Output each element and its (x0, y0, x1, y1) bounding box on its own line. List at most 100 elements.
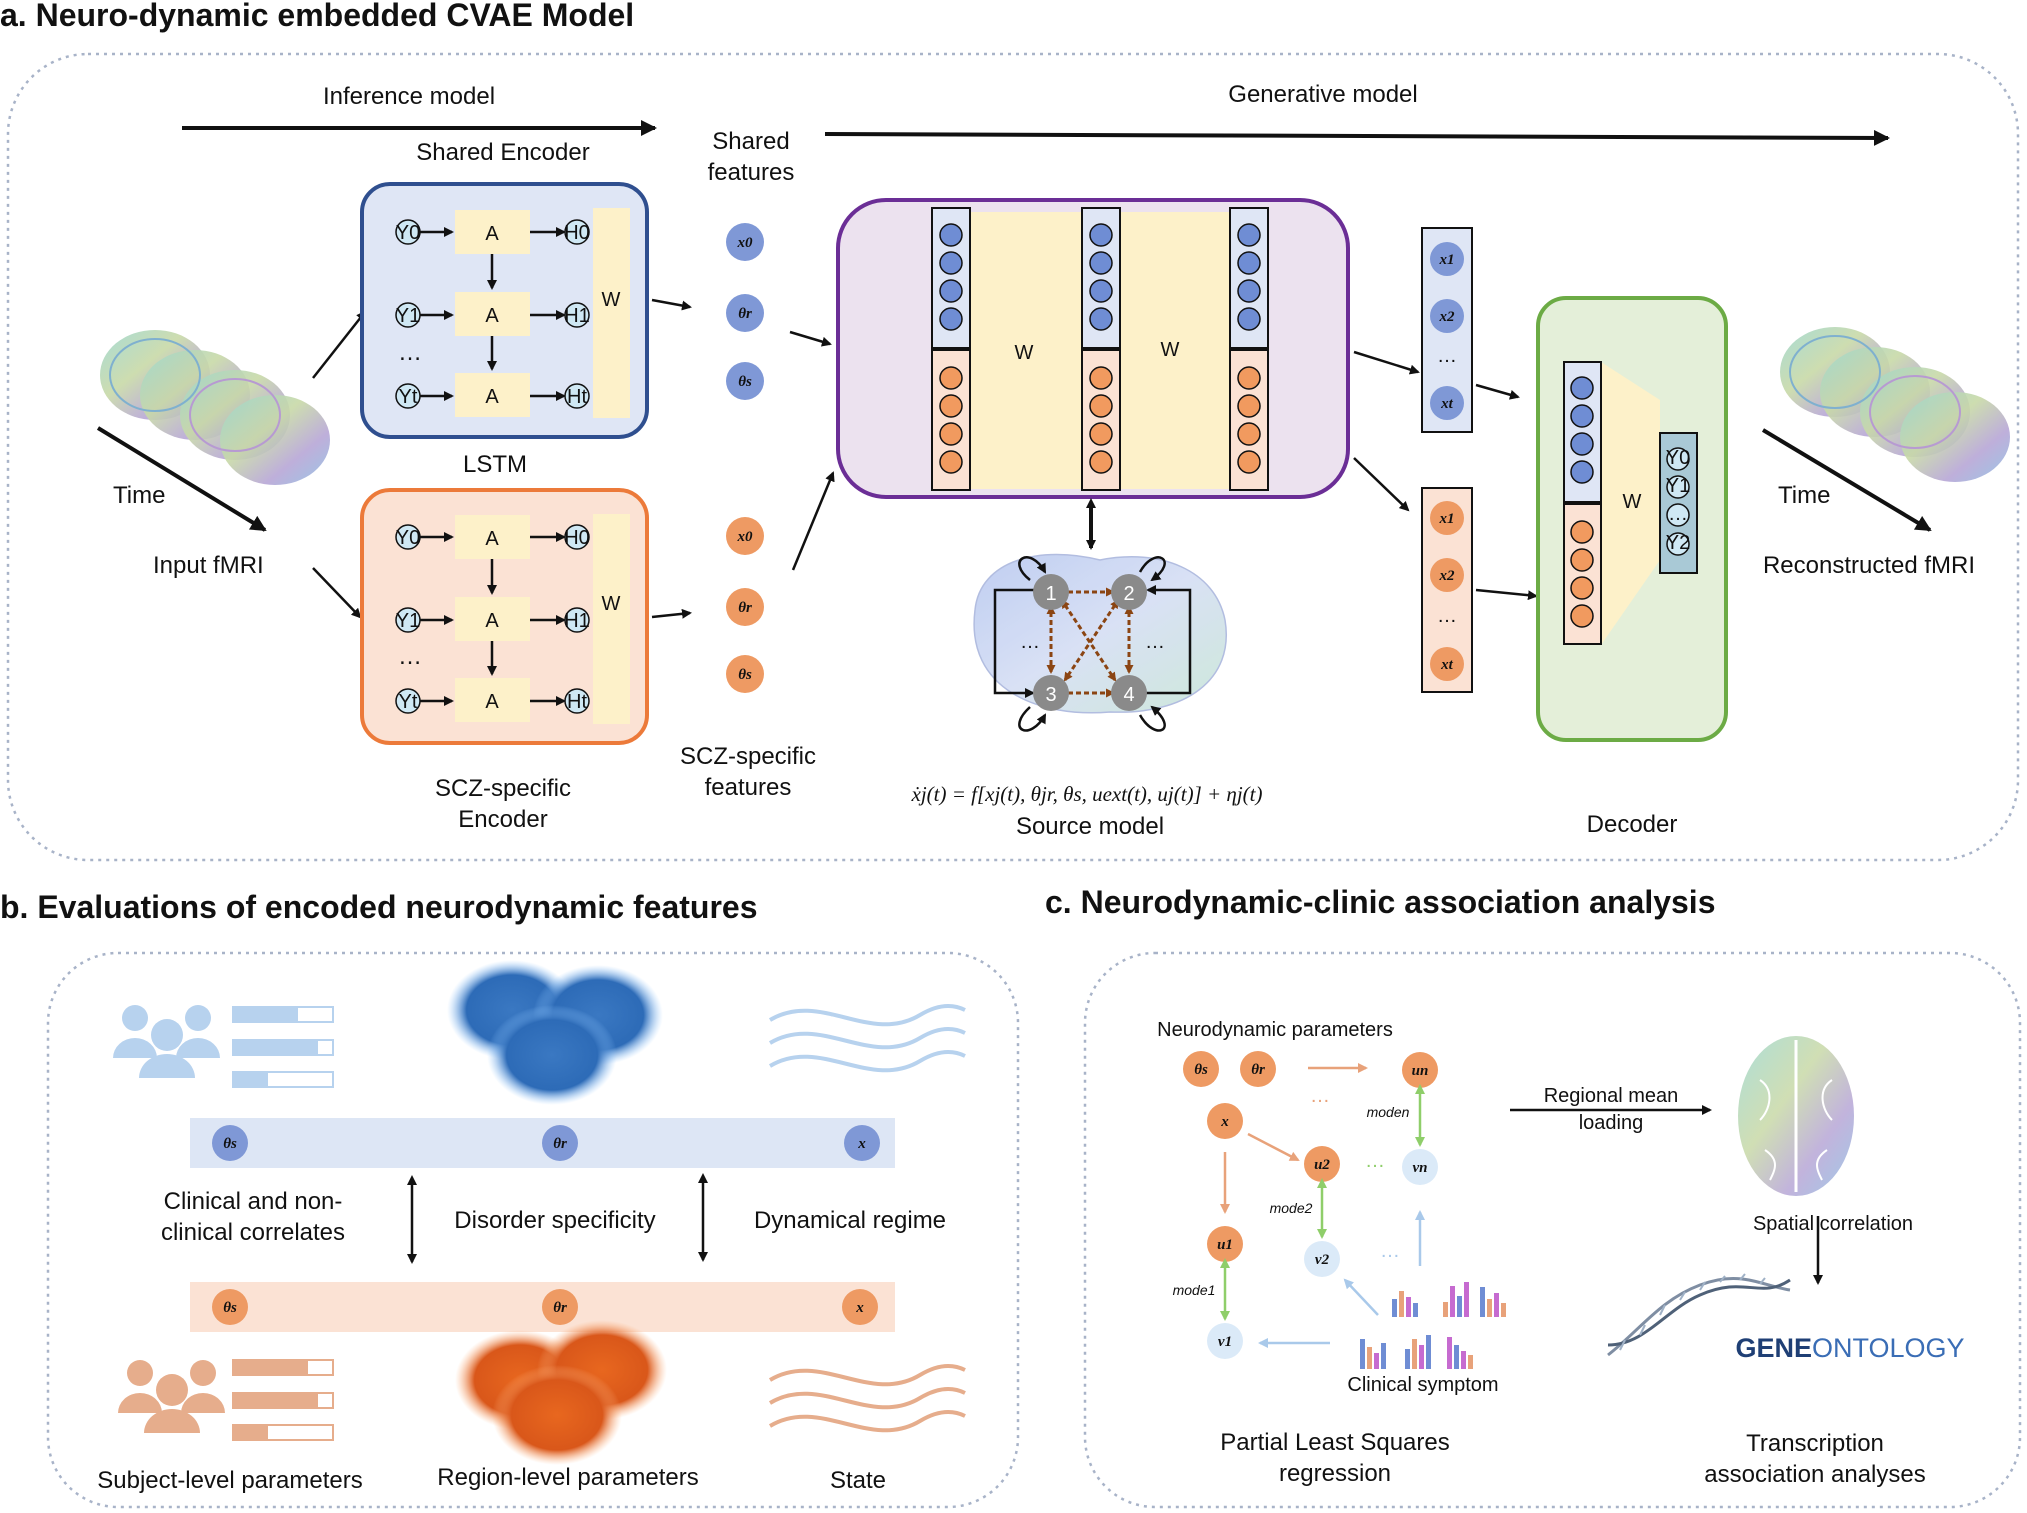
orange-bar-label-x: x (855, 1300, 864, 1316)
clinical-correlates-label-1: Clinical and non- (164, 1188, 343, 1215)
panel-a-border (6, 52, 2020, 862)
latent-blue-to-decoder-arrow (1475, 383, 1520, 400)
latent-x1: x1 (1439, 511, 1455, 527)
state-label: State (830, 1467, 886, 1494)
scz-encoder-w: W (602, 593, 621, 615)
decoder-box: W Y0 Y1 … Y2 (1536, 296, 1728, 742)
latent-blue-column: x1 x2 xt … (1421, 227, 1473, 433)
enc-input-y0: Y0 (396, 222, 420, 244)
blue-bar-label-theta-r: θr (553, 1136, 567, 1152)
scz-encoder-label-2: Encoder (458, 806, 547, 833)
enc-input-y1: Y1 (396, 305, 420, 327)
decoder-out-y1: Y1 (1666, 475, 1690, 497)
inference-model-label: Inference model (323, 83, 495, 110)
wave-icon (768, 1364, 966, 1433)
input-time-arrow (96, 426, 267, 532)
shared-features: x0 θr θs (726, 223, 764, 400)
cell-a: A (485, 386, 499, 408)
input-fmri-stack (100, 330, 330, 485)
enc-input-yt: Yt (399, 691, 418, 713)
latent-orange-to-decoder-arrow (1475, 588, 1538, 601)
u-node-1 (1207, 1226, 1243, 1262)
shared-features-label-2: features (708, 159, 795, 186)
input-fmri-label: Input fMRI (153, 552, 264, 579)
v-label-2: v2 (1315, 1252, 1330, 1268)
scz-enc-to-features-arrow (651, 608, 692, 619)
enc-hidden-h0: H0 (564, 222, 590, 244)
source-model-label: Source model (1016, 813, 1164, 840)
enc-dots: … (398, 339, 422, 366)
input-time-label: Time (113, 482, 165, 509)
reconstructed-fmri-stack (1780, 327, 2010, 482)
bar-list-icon (232, 1359, 334, 1441)
scz-features: x0 θr θs (726, 517, 764, 693)
people-icon (118, 1360, 225, 1433)
regional-mean-label-1: Regional mean (1544, 1085, 1679, 1107)
panel-b-title: b. Evaluations of encoded neurodynamic f… (0, 889, 758, 925)
u-dots: … (1310, 1085, 1330, 1107)
orange-brain-icon (455, 1320, 667, 1465)
enc-hidden-ht: Ht (567, 386, 587, 408)
panel-a-title: a. Neuro-dynamic embedded CVAE Model (0, 0, 634, 33)
recon-time-arrow (1761, 428, 1932, 532)
shared-encoder: W A A A Y0 Y1 Yt H0 H1 (360, 182, 649, 439)
feature-theta-r: θr (738, 306, 752, 322)
blue-bar-label-theta-s: θs (223, 1136, 237, 1152)
recon-time-label: Time (1778, 482, 1830, 509)
gene-ontology-gene: GENE (1735, 1333, 1812, 1363)
feature-x0: x0 (737, 235, 754, 251)
shared-encoder-label: Shared Encoder (416, 139, 589, 166)
spatial-correlation-label: Spatial correlation (1753, 1213, 1913, 1235)
network-w-2: W (1161, 339, 1180, 361)
u-node-2 (1304, 1146, 1340, 1182)
decoder-out-y0: Y0 (1666, 447, 1690, 469)
feature-theta-r: θr (738, 600, 752, 616)
pls-label-2: regression (1279, 1460, 1391, 1487)
shared-encoder-w: W (602, 289, 621, 311)
blue-bar-node-x (844, 1125, 880, 1161)
param-x: x (1220, 1114, 1229, 1130)
graph-node-4: 4 (1123, 684, 1134, 706)
shared-encoder-rows: A A A Y0 Y1 Yt H0 H1 Ht … (395, 210, 590, 417)
cell-a: A (485, 223, 499, 245)
shared-features-label-1: Shared (712, 128, 789, 155)
feature-theta-s: θs (738, 374, 752, 390)
v-label-n: vn (1413, 1160, 1428, 1176)
reconstructed-fmri-label: Reconstructed fMRI (1763, 552, 1975, 579)
blue-brain-icon (447, 960, 663, 1105)
clinical-symptom-label: Clinical symptom (1347, 1374, 1498, 1396)
graph-dots-right: … (1145, 631, 1165, 653)
dna-helix-icon (1607, 1273, 1791, 1357)
shared-enc-to-features-arrow (651, 298, 692, 311)
enc-hidden-ht: Ht (567, 691, 587, 713)
network-w-1: W (1015, 342, 1034, 364)
latent-xt: xt (1440, 396, 1454, 412)
generative-arrow (824, 129, 1890, 146)
v-label-1: v1 (1218, 1334, 1232, 1350)
latent-dots: … (1437, 345, 1457, 367)
disorder-specificity-label: Disorder specificity (454, 1207, 655, 1234)
generative-model-label: Generative model (1228, 81, 1417, 108)
neurodynamic-parameters-label: Neurodynamic parameters (1157, 1019, 1393, 1041)
u-label-2: u2 (1314, 1157, 1330, 1173)
decoder-out-y2: Y2 (1666, 532, 1690, 554)
regional-mean-label-2: loading (1579, 1112, 1644, 1134)
pls-label-1: Partial Least Squares (1220, 1429, 1449, 1456)
gene-ontology-logo: GENEONTOLOGY (1735, 1333, 1964, 1363)
people-icon (113, 1005, 220, 1078)
enc-hidden-h0: H0 (564, 527, 590, 549)
mode-2-label: mode2 (1270, 1200, 1313, 1216)
cell-a: A (485, 305, 499, 327)
input-to-scz-arrow (312, 567, 362, 619)
x-to-u2-arrow (1247, 1132, 1300, 1162)
topview-brain-icon (1738, 1036, 1854, 1196)
v-dots: … (1380, 1240, 1400, 1262)
symptom-to-v2-arrow (1343, 1278, 1379, 1316)
input-to-shared-arrow (312, 310, 367, 379)
param-theta-r: θr (1251, 1062, 1265, 1078)
decoder-out-dots: … (1668, 503, 1688, 525)
orange-bar-label-theta-s: θs (223, 1300, 237, 1316)
enc-input-y0: Y0 (396, 527, 420, 549)
graph-node-2: 2 (1123, 583, 1134, 605)
